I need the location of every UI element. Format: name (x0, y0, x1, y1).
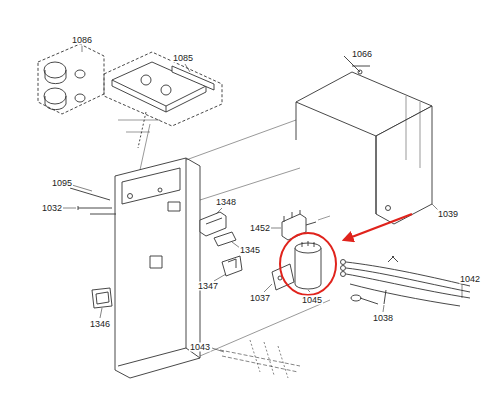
callout-number: 1037 (249, 294, 271, 303)
explode-lines (140, 120, 330, 356)
callout-number: 1032 (41, 204, 63, 213)
callout-number: 1345 (239, 246, 261, 255)
callout-number: 1346 (89, 320, 111, 329)
callout-number: 1086 (71, 36, 93, 45)
callout-number: 1095 (51, 179, 73, 188)
rear-housing (296, 56, 432, 224)
highlight-circle (280, 233, 336, 295)
callout-number: 1348 (215, 198, 237, 207)
leader-lines (62, 46, 462, 352)
front-panel (70, 158, 200, 378)
knob-group (38, 44, 104, 114)
harness (220, 340, 300, 378)
highlight-arrow (344, 214, 412, 240)
callout-number: 1045 (301, 296, 323, 305)
rocker-switch (92, 288, 112, 308)
wiring (341, 256, 471, 306)
switch (282, 210, 330, 240)
callout-number: 1039 (437, 210, 459, 219)
callout-number: 1085 (172, 54, 194, 63)
callout-number: 1038 (372, 314, 394, 323)
clips (200, 212, 242, 276)
callout-number: 1042 (459, 275, 481, 284)
callout-number: 1452 (249, 224, 271, 233)
callout-number: 1043 (189, 343, 211, 352)
control-panel (104, 52, 222, 148)
callout-number: 1066 (351, 50, 373, 59)
callout-number: 1347 (197, 282, 219, 291)
